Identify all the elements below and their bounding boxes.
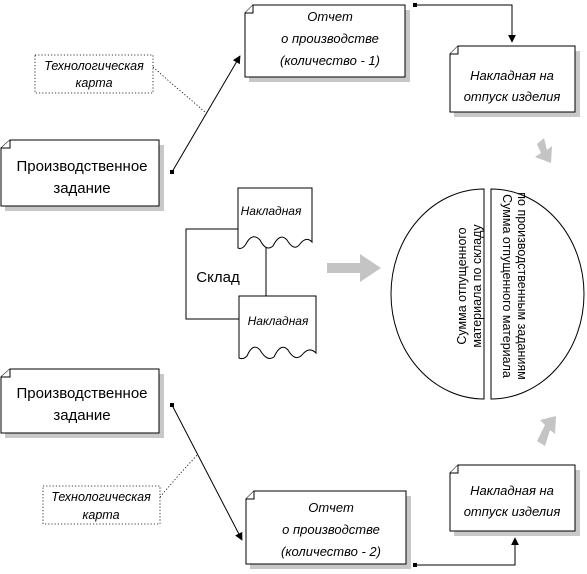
connector-report-invoice-top — [415, 4, 516, 43]
invoice-top-to-summary-arrow — [535, 138, 552, 163]
tech-card-bottom-line2: карта — [82, 508, 119, 522]
invoice-bottom-line1: Накладная на — [470, 483, 554, 498]
task-top-line1: Производственное — [16, 158, 147, 175]
connector-dot — [170, 403, 174, 407]
warehouse-doc-top-label: Накладная — [241, 204, 302, 218]
summary-right-line1: Сумма отпущенного материала — [500, 194, 514, 378]
warehouse-doc-top — [237, 187, 313, 249]
invoice-bottom-line2: отпуск изделия — [464, 504, 561, 519]
invoice-top-line1: Накладная на — [470, 68, 554, 83]
summary-left-line1: Сумма отпущенного — [455, 227, 469, 344]
task-bottom-line2: задание — [53, 407, 110, 424]
connector-task-report-bottom — [171, 404, 243, 541]
summary-left-line2: материала по складу — [470, 224, 484, 348]
report-bottom-document: Отчет о производстве (количество - 2) — [245, 490, 411, 569]
tech-card-top-line2: карта — [75, 76, 112, 90]
summary-circle-right-half — [490, 188, 585, 400]
warehouse-label: Склад — [196, 269, 240, 286]
tech-card-bottom-leader — [159, 453, 199, 498]
summary-circle-left-half — [390, 188, 485, 400]
warehouse-group: Склад Накладная Накладная — [185, 187, 317, 360]
warehouse-to-summary-arrow — [327, 254, 381, 282]
warehouse-doc-bottom-label: Накладная — [248, 314, 309, 328]
connector-dot — [413, 563, 417, 567]
connector-dot — [413, 3, 417, 7]
tech-card-bottom-line1: Технологическая — [51, 490, 151, 504]
task-bottom-document: Производственное задание — [0, 368, 164, 438]
invoice-top-document: Накладная на отпуск изделия — [449, 45, 580, 117]
report-bottom-line1: Отчет — [308, 500, 354, 515]
task-top-line2: задание — [53, 180, 110, 197]
report-top-line1: Отчет — [307, 9, 353, 24]
invoice-bottom-to-summary-arrow — [537, 416, 556, 446]
connector-report-invoice-bottom — [415, 537, 519, 566]
report-top-line2: о производстве — [281, 31, 379, 46]
connector-task-report-top — [171, 55, 241, 173]
tech-card-top-leader — [152, 66, 206, 113]
summary-circle: Сумма отпущенного материала по складу Су… — [390, 188, 585, 400]
tech-card-top-line1: Технологическая — [44, 59, 144, 73]
tech-card-bottom-note: Технологическая карта — [42, 485, 161, 525]
invoice-top-line2: отпуск изделия — [464, 89, 561, 104]
report-bottom-line3: (количество - 2) — [281, 544, 381, 559]
report-top-line3: (количество - 1) — [280, 53, 380, 68]
invoice-bottom-document: Накладная на отпуск изделия — [449, 464, 580, 536]
report-top-document: Отчет о производстве (количество - 1) — [244, 4, 410, 82]
report-bottom-line2: о производстве — [282, 522, 380, 537]
connector-dot — [170, 170, 174, 174]
warehouse-doc-bottom — [238, 295, 317, 360]
tech-card-top-note: Технологическая карта — [34, 54, 154, 94]
summary-right-line2: по производственным заданиям — [515, 192, 529, 380]
task-top-document: Производственное задание — [0, 139, 164, 211]
task-bottom-line1: Производственное — [16, 385, 147, 402]
